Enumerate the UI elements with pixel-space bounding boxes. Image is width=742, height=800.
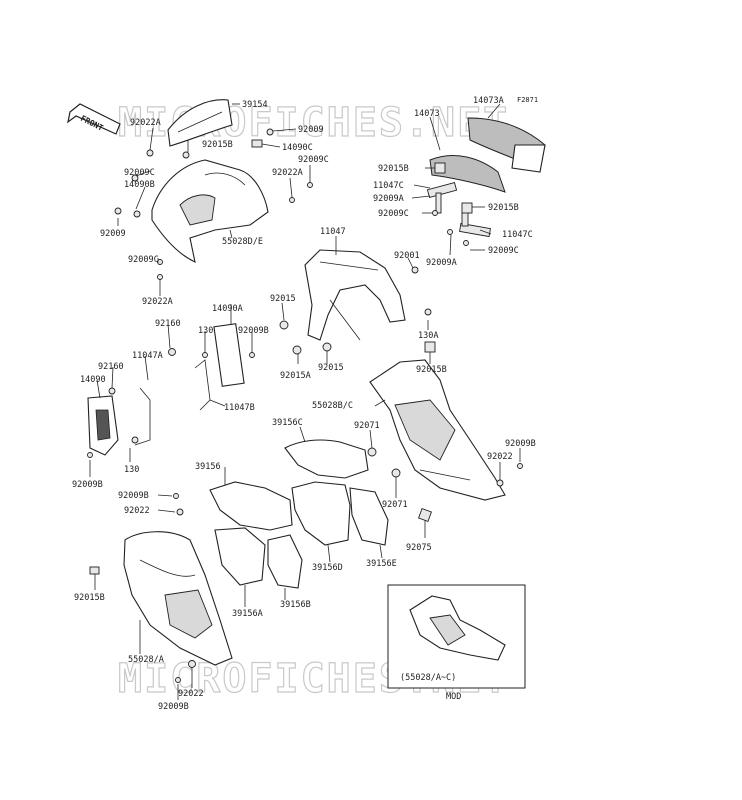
label-92009c: 92009C (488, 246, 519, 256)
leader-lines (89, 103, 521, 700)
inset-note: MOD (446, 692, 461, 702)
label-92015b: 92015B (378, 164, 409, 174)
label-92015: 92015 (318, 363, 344, 373)
label-14073a: 14073A (473, 96, 504, 106)
inner-cover-39156b (267, 534, 303, 589)
label-11047b: 11047B (224, 403, 255, 413)
label-92001: 92001 (394, 251, 420, 261)
label-92009b: 92009B (118, 491, 149, 501)
label-39156b: 39156B (280, 600, 311, 610)
inner-cover-39156a (214, 527, 266, 586)
label-11047: 11047 (320, 227, 346, 237)
label-130: 130 (198, 326, 213, 336)
label-92009a: 92009A (426, 258, 457, 268)
label-14090a: 14090A (212, 304, 243, 314)
bracket-11047b (194, 359, 211, 411)
label-92160: 92160 (98, 362, 124, 372)
label-39156: 39156 (195, 462, 221, 472)
label-55028a: 55028/A (128, 655, 164, 665)
inner-cover-39156c (284, 439, 369, 479)
front-arrow-icon: FRONT (67, 103, 121, 135)
label-92009c: 92009C (128, 255, 159, 265)
label-92009b: 92009B (158, 702, 189, 712)
label-92022a: 92022A (130, 118, 161, 128)
label-92015b: 92015B (202, 140, 233, 150)
label-11047c: 11047C (502, 230, 533, 240)
label-92009b: 92009B (238, 326, 269, 336)
inner-cover-39156d (291, 481, 351, 546)
label-92009c: 92009C (124, 168, 155, 178)
label-92009b: 92009B (72, 480, 103, 490)
figure-code: F2871 (517, 96, 538, 104)
label-39156c: 39156C (272, 418, 303, 428)
label-92015b: 92015B (416, 365, 447, 375)
inset-mod: (55028/A~C) MOD (387, 584, 526, 702)
label-92160: 92160 (155, 319, 181, 329)
windshield-39154 (167, 99, 233, 147)
label-11047c: 11047C (373, 181, 404, 191)
label-11047a: 11047A (132, 351, 163, 361)
air-duct-14073 (429, 155, 506, 193)
label-14073: 14073 (414, 109, 440, 119)
label-39154: 39154 (242, 100, 268, 110)
label-92009c: 92009C (298, 155, 329, 165)
label-92015a: 92015A (280, 371, 311, 381)
inner-cover-39156e (349, 487, 389, 546)
bracket-11047a (134, 387, 151, 446)
label-39156e: 39156E (366, 559, 397, 569)
bracket-11047c-upper (426, 181, 458, 214)
label-92009: 92009 (298, 125, 324, 135)
label-92022: 92022 (487, 452, 513, 462)
inset-caption: (55028/A~C) (400, 673, 456, 683)
part-labels: 39154 92022A 92009 92015B 14090C 92009C … (72, 96, 536, 712)
label-14090b: 14090B (124, 180, 155, 190)
label-92022: 92022 (178, 689, 204, 699)
label-92009b: 92009B (505, 439, 536, 449)
label-92009c: 92009C (378, 209, 409, 219)
label-92009: 92009 (100, 229, 126, 239)
label-92071: 92071 (382, 500, 408, 510)
fairing-stay-11047 (304, 249, 406, 341)
label-14090: 14090 (80, 375, 106, 385)
label-55028bc: 55028B/C (312, 401, 353, 411)
label-92022: 92022 (124, 506, 150, 516)
label-92015b: 92015B (488, 203, 519, 213)
bracket-11047c-lower (459, 211, 491, 238)
label-92009a: 92009A (373, 194, 404, 204)
cover-14090a (213, 323, 245, 387)
inner-cover-39156 (209, 481, 293, 531)
label-92022a: 92022A (142, 297, 173, 307)
label-92075: 92075 (406, 543, 432, 553)
label-39156a: 39156A (232, 609, 263, 619)
label-92071: 92071 (354, 421, 380, 431)
label-92015b: 92015B (74, 593, 105, 603)
label-39156d: 39156D (312, 563, 343, 573)
label-14090c: 14090C (282, 143, 313, 153)
label-130: 130 (124, 465, 139, 475)
label-130a: 130A (418, 331, 438, 341)
label-92022a: 92022A (272, 168, 303, 178)
hardware-fasteners (87, 128, 523, 683)
label-55028de: 55028D/E (222, 237, 263, 247)
label-92015: 92015 (270, 294, 296, 304)
